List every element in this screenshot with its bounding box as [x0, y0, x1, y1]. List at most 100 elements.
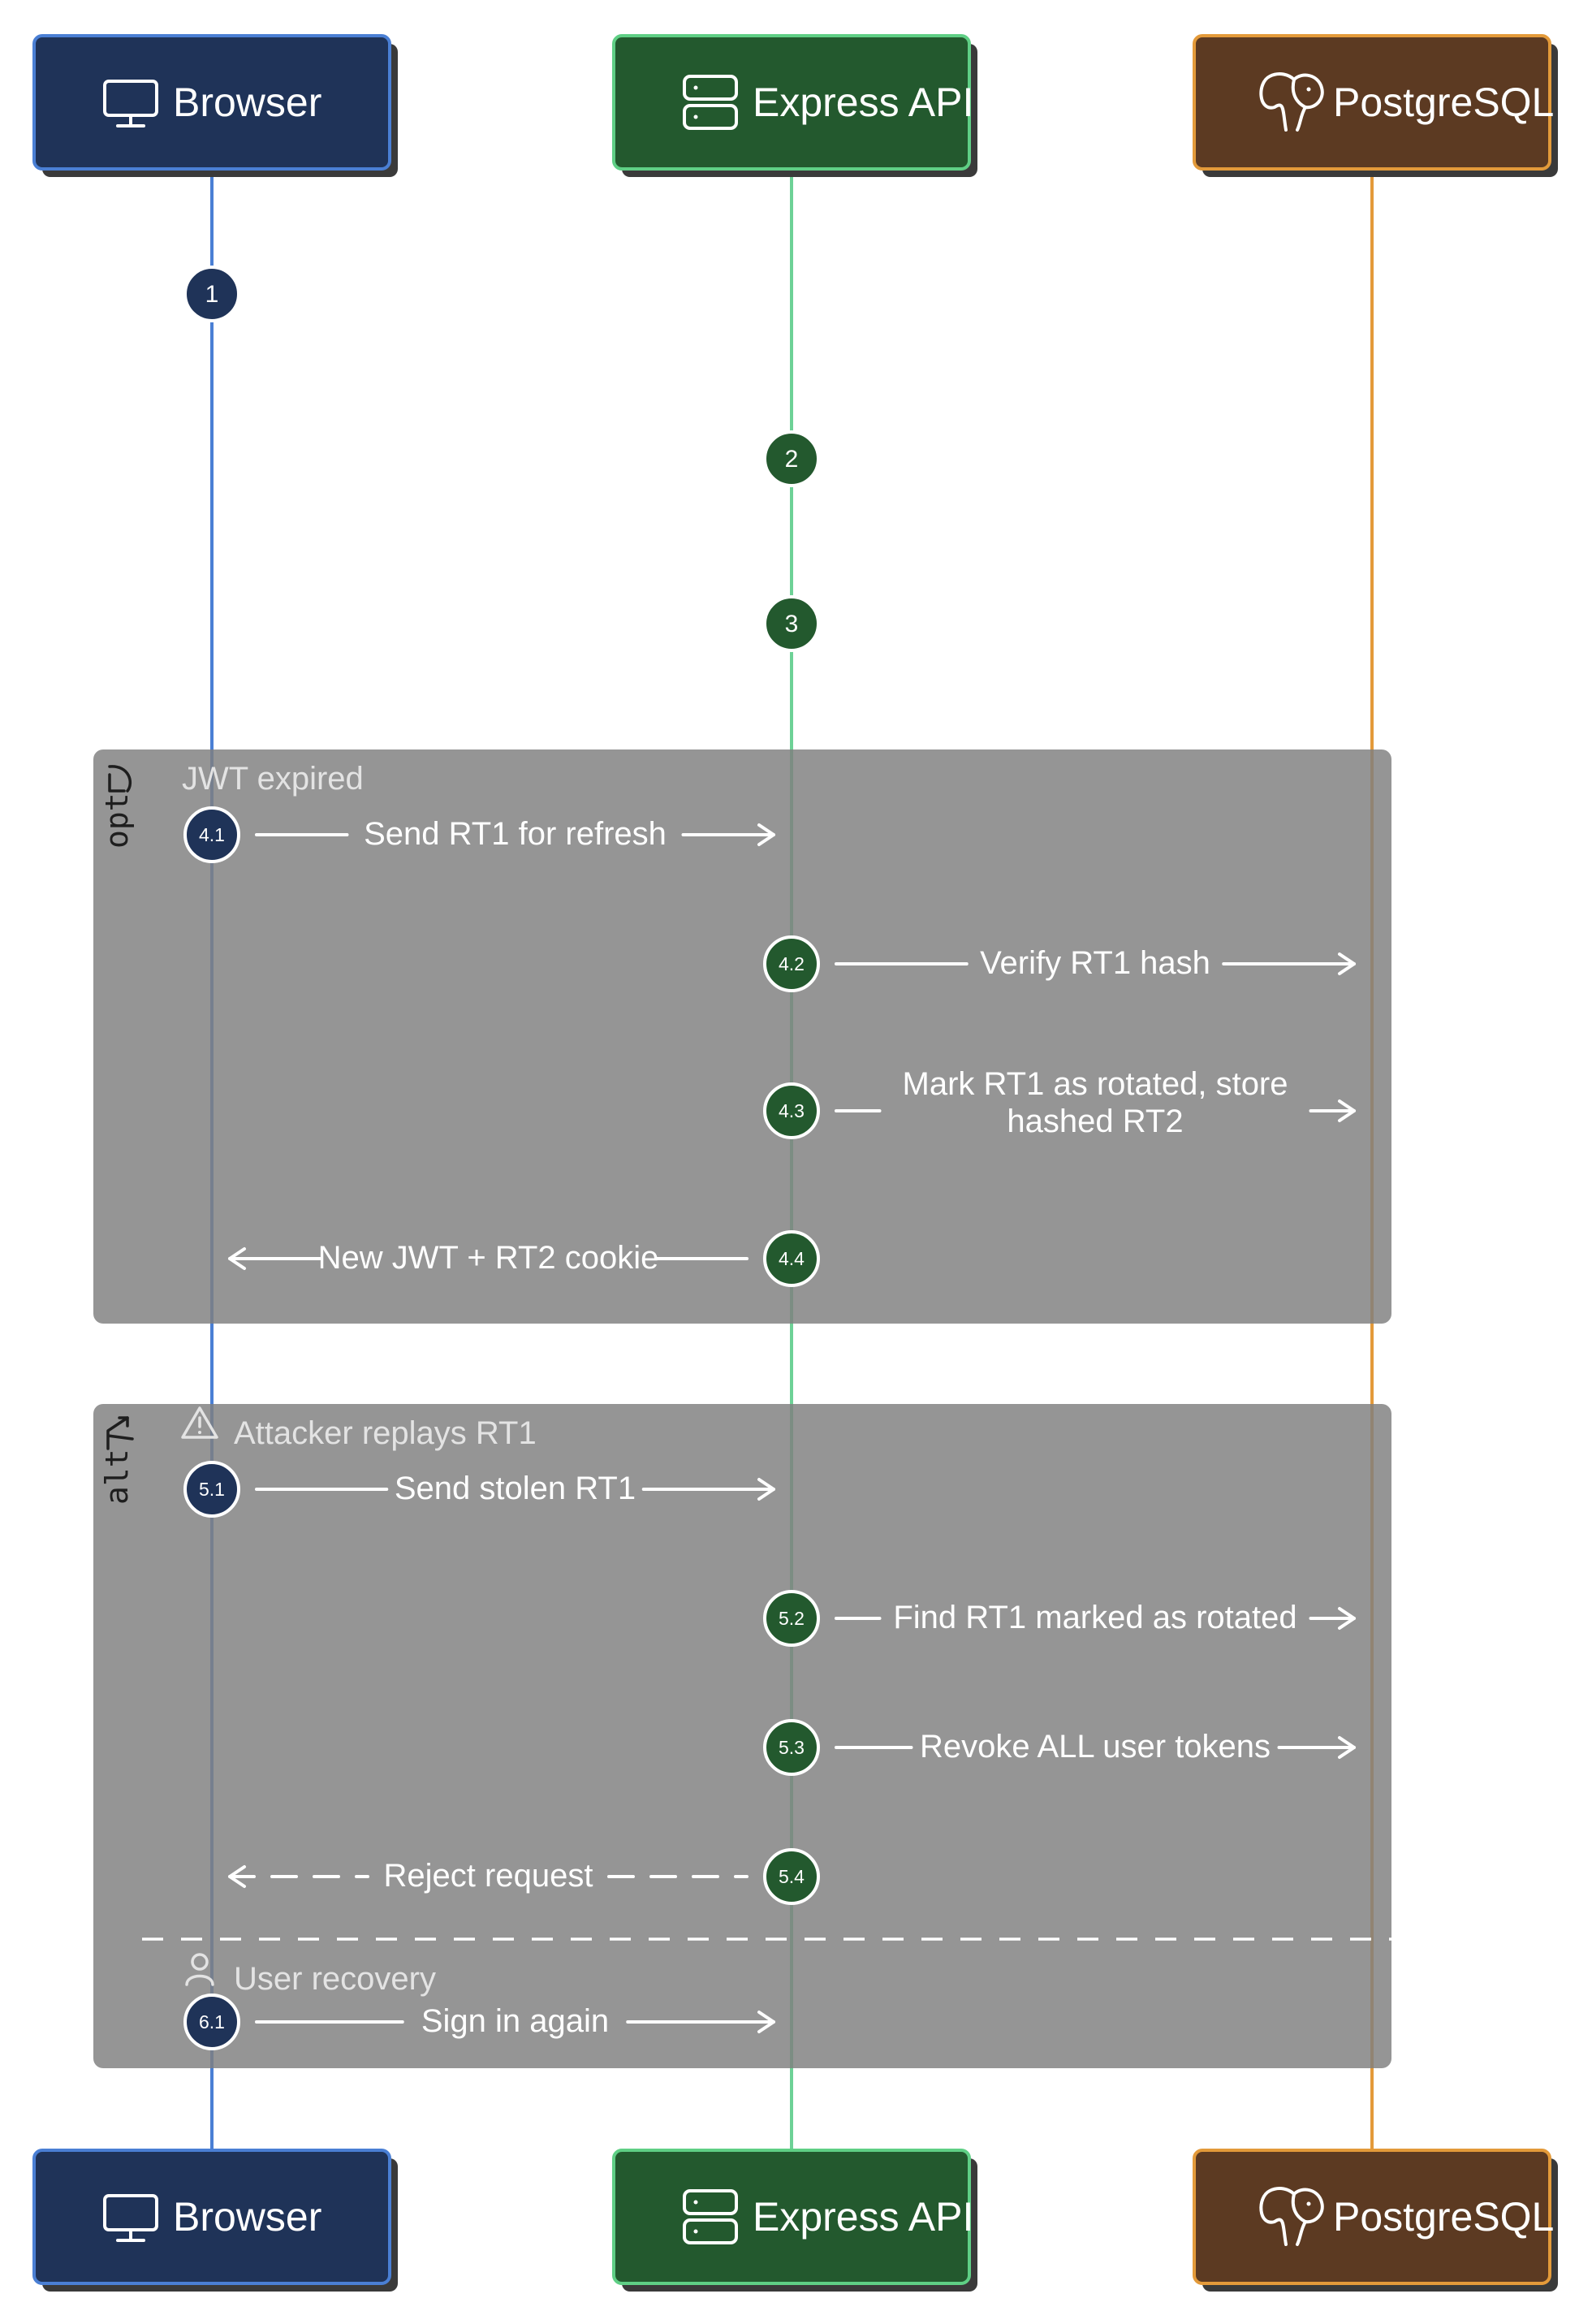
- step-number: 5.3: [779, 1737, 805, 1758]
- step-badge-circle: [763, 595, 820, 652]
- actor-name: PostgreSQL: [1333, 80, 1554, 125]
- arrow-head: [1338, 1607, 1356, 1630]
- step-badge-circle: [763, 1082, 820, 1139]
- actor-name: Express API: [753, 2194, 973, 2240]
- frame-kind-label: opt: [99, 793, 135, 849]
- arrow-head: [228, 1865, 246, 1888]
- message-label: Revoke ALL user tokens: [920, 1729, 1271, 1765]
- message-label: Send RT1 for refresh: [364, 816, 667, 852]
- step-badge: 4.4: [763, 1230, 820, 1287]
- branch-icon: [106, 1416, 134, 1450]
- warning-icon: [181, 1406, 218, 1439]
- step-badge-circle: [763, 1230, 820, 1287]
- step-badge-circle: [763, 1590, 820, 1647]
- server-icon: [683, 75, 738, 130]
- step-number: 4.1: [199, 824, 225, 845]
- step-badge-circle: [183, 1461, 240, 1518]
- frame-section-title: Attacker replays RT1: [234, 1415, 537, 1451]
- actor-box[interactable]: [32, 34, 391, 171]
- arrow-head: [1338, 1736, 1356, 1759]
- arrow-head: [1338, 952, 1356, 975]
- message-label: Reject request: [384, 1858, 593, 1894]
- top-actor-db[interactable]: PostgreSQL: [1193, 34, 1558, 177]
- bottom-actor-api[interactable]: Express API: [612, 2149, 977, 2292]
- step-badge-circle: [763, 430, 820, 487]
- actor-box[interactable]: [1193, 2149, 1551, 2285]
- arrow-head: [757, 2011, 775, 2033]
- step-badge-circle: [183, 266, 240, 322]
- actor-name: Express API: [753, 80, 973, 125]
- message: Send RT1 for refresh 4.1: [183, 806, 775, 863]
- step-number: 3: [785, 611, 799, 637]
- message: New JWT + RT2 cookie 4.4: [228, 1230, 820, 1287]
- message: Revoke ALL user tokens 5.3: [763, 1719, 1356, 1776]
- top-actor-api[interactable]: Express API: [612, 34, 977, 177]
- server-icon: [683, 2189, 738, 2244]
- message: Find RT1 marked as rotated 5.2: [763, 1590, 1356, 1647]
- monitor-icon: [103, 80, 158, 127]
- postgres-elephant-icon: [1259, 2187, 1324, 2246]
- actor-box[interactable]: [612, 34, 971, 171]
- actor-name: PostgreSQL: [1333, 2194, 1554, 2240]
- message-label: Send stolen RT1: [395, 1471, 636, 1506]
- top-actor-browser[interactable]: Browser: [32, 34, 398, 177]
- message-label: Sign in again: [421, 2003, 609, 2039]
- frame-background: [93, 1404, 1391, 2068]
- message: Reject request 5.4: [228, 1848, 820, 1905]
- frame-section-title: JWT expired: [182, 761, 364, 797]
- step-number: 5.2: [779, 1608, 805, 1629]
- actor-box[interactable]: [1193, 34, 1551, 171]
- step-badge-circle: [183, 806, 240, 863]
- step-badge: 1: [183, 266, 240, 322]
- step-badge: 5.4: [763, 1848, 820, 1905]
- bottom-actor-browser[interactable]: Browser: [32, 2149, 398, 2292]
- step-badge-circle: [763, 1719, 820, 1776]
- refresh-icon: [108, 765, 132, 793]
- step-badge: 6.1: [183, 1994, 240, 2050]
- step-badge: 4.2: [763, 935, 820, 992]
- message-label: Verify RT1 hash: [980, 945, 1210, 981]
- step-number: 4.4: [779, 1248, 805, 1269]
- user-icon: [185, 1953, 214, 1986]
- monitor-icon: [103, 2194, 158, 2242]
- step-badge: 4.3: [763, 1082, 820, 1139]
- arrow-head: [228, 1247, 246, 1270]
- message: Send stolen RT1 5.1: [183, 1461, 775, 1518]
- step-badge: 5.1: [183, 1461, 240, 1518]
- step-number: 5.4: [779, 1866, 805, 1887]
- step-badge-circle: [763, 935, 820, 992]
- actor-name: Browser: [173, 80, 321, 125]
- step-number: 5.1: [199, 1479, 225, 1500]
- frame-section-title: User recovery: [234, 1961, 436, 1997]
- arrow-head: [757, 823, 775, 846]
- step-badge: 5.2: [763, 1590, 820, 1647]
- arrow-head: [1338, 1099, 1356, 1122]
- step-badge: 5.3: [763, 1719, 820, 1776]
- step-number: 2: [785, 446, 799, 473]
- message: Verify RT1 hash 4.2: [763, 935, 1356, 992]
- step-badge: 3: [763, 595, 820, 652]
- step-number: 6.1: [199, 2011, 225, 2032]
- step-badge-circle: [183, 1994, 240, 2050]
- message-label: New JWT + RT2 cookie: [318, 1240, 659, 1276]
- step-badge: 2: [763, 430, 820, 487]
- message-label: Find RT1 marked as rotated: [893, 1600, 1296, 1635]
- step-number: 4.2: [779, 953, 805, 974]
- step-badge: 4.1: [183, 806, 240, 863]
- postgres-elephant-icon: [1259, 72, 1324, 132]
- step-number: 4.3: [779, 1100, 805, 1121]
- actor-box[interactable]: [32, 2149, 391, 2285]
- frame-kind-label: alt: [99, 1449, 135, 1505]
- step-number: 1: [205, 281, 219, 308]
- bottom-actor-db[interactable]: PostgreSQL: [1193, 2149, 1558, 2292]
- arrow-head: [757, 1478, 775, 1501]
- actor-box[interactable]: [612, 2149, 971, 2285]
- frame-background: [93, 749, 1391, 1324]
- step-badge-circle: [763, 1848, 820, 1905]
- actor-name: Browser: [173, 2194, 321, 2240]
